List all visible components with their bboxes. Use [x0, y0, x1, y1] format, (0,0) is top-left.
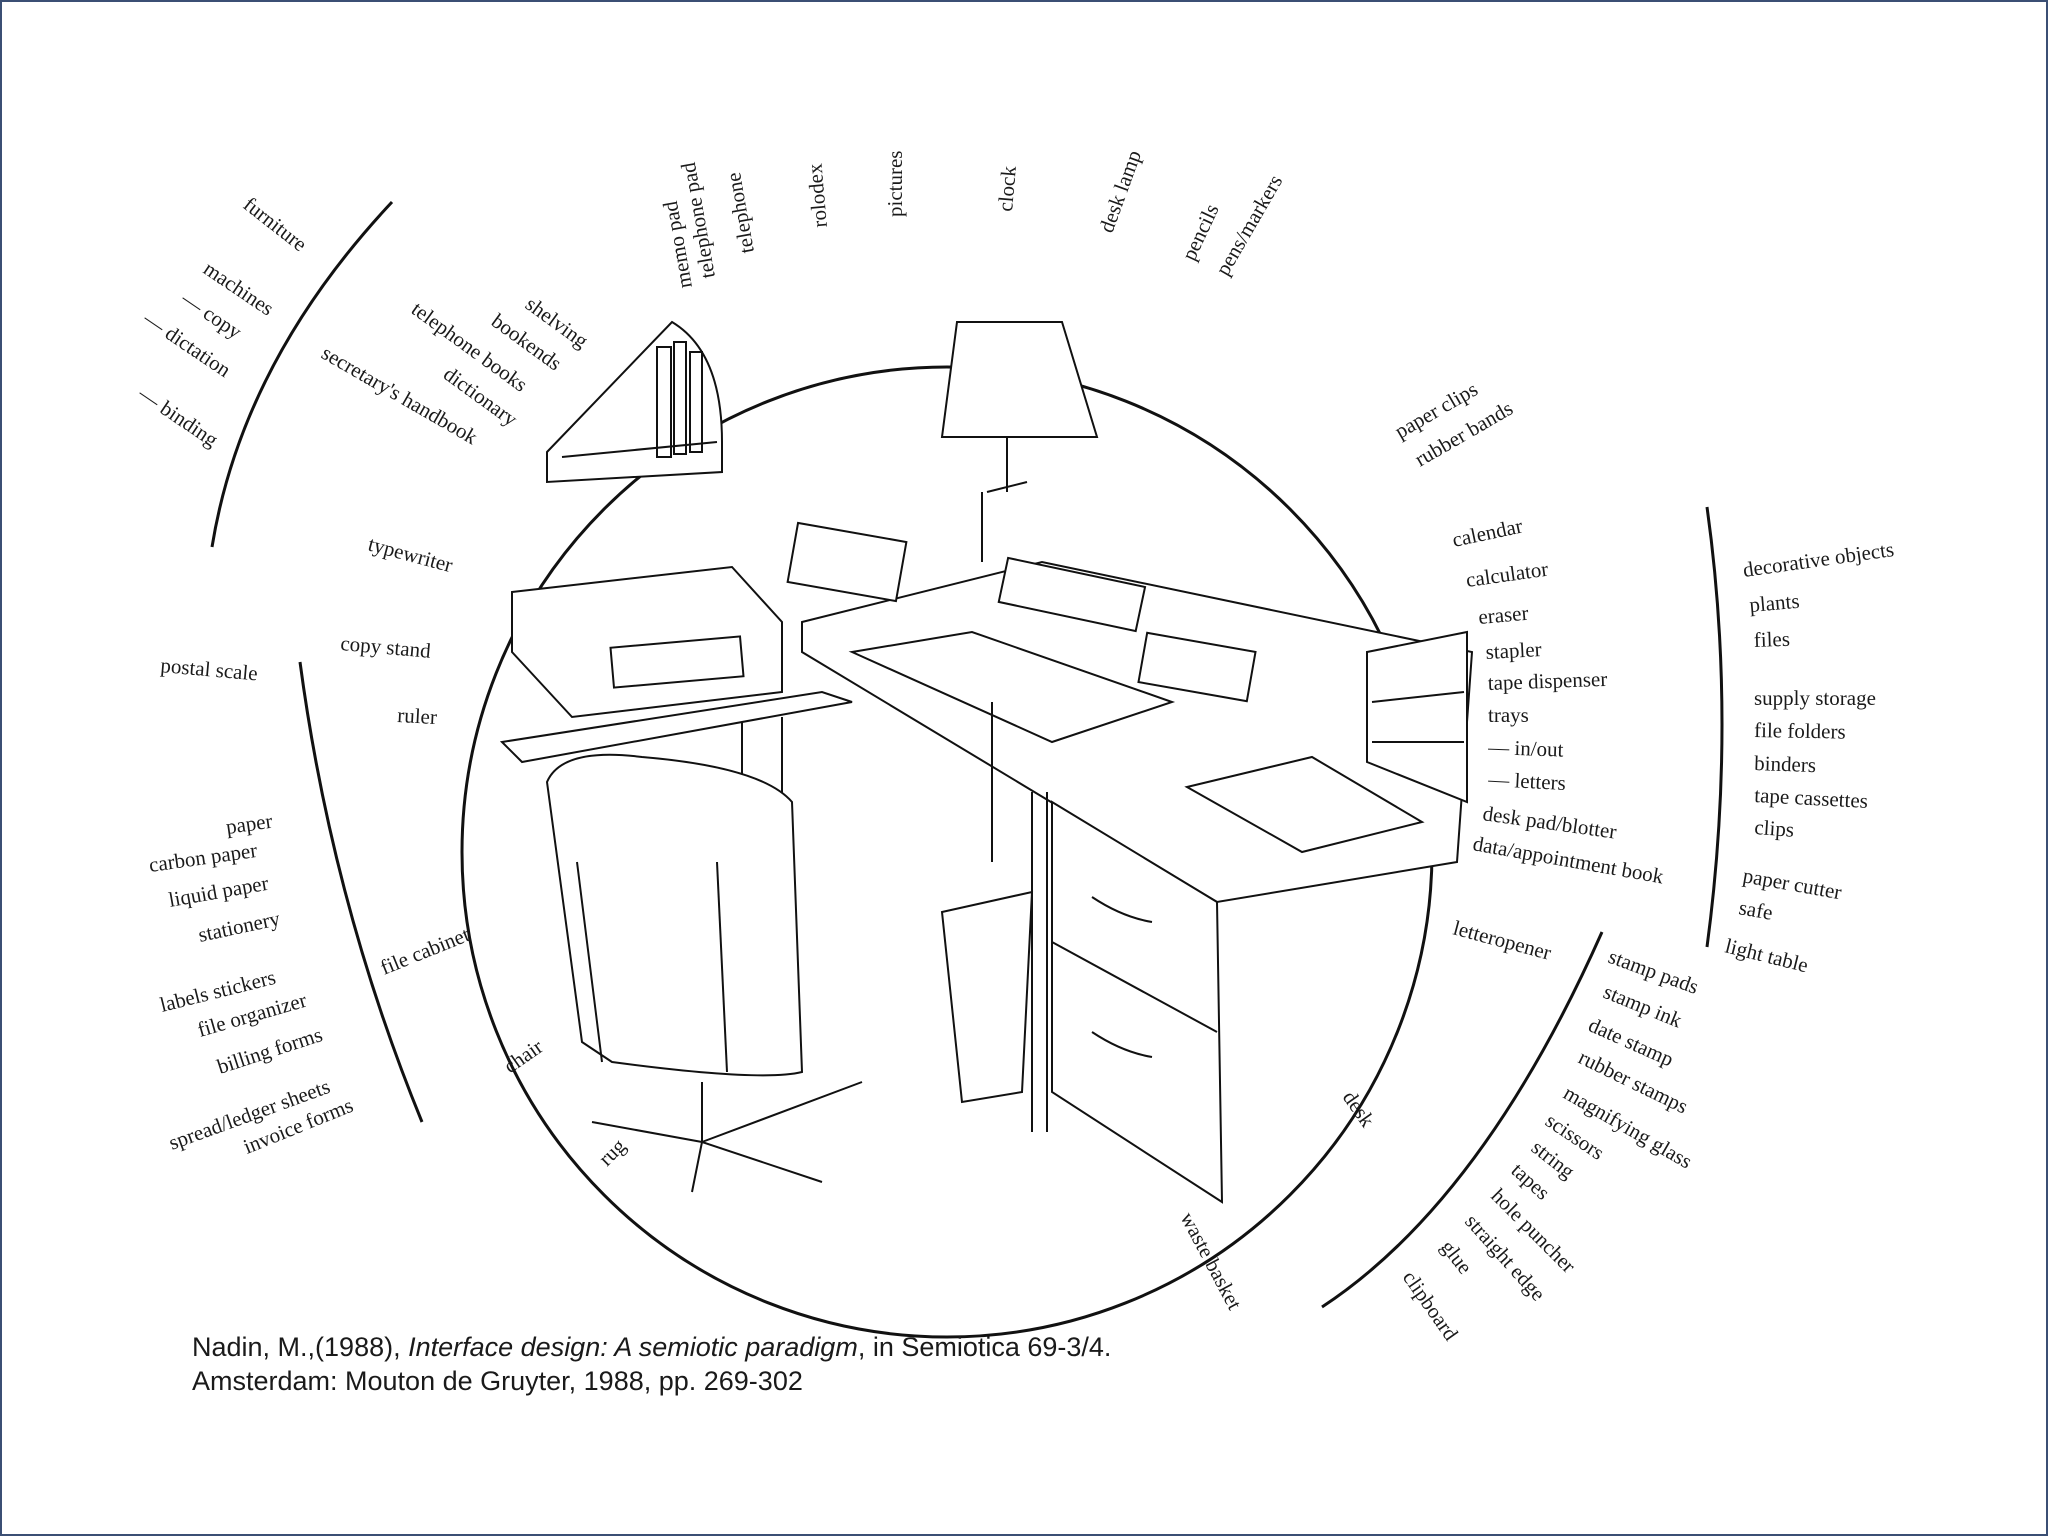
citation-title: Interface design: A semiotic paradigm	[408, 1332, 858, 1362]
label-clips: clips	[1754, 815, 1795, 842]
typewriter-table	[499, 690, 853, 764]
label-binders: binders	[1754, 751, 1817, 777]
label-clipboard: clipboard	[1398, 1266, 1463, 1345]
label-furniture: furniture	[239, 192, 312, 256]
label-tape-dispenser: tape dispenser	[1487, 667, 1607, 695]
label-copy-stand: copy stand	[340, 631, 433, 663]
label-secretarys-handbook: secretary's handbook	[318, 341, 483, 450]
label-in-out: — in/out	[1487, 735, 1564, 762]
label-trays: trays	[1488, 703, 1529, 727]
label-typewriter: typewriter	[366, 532, 456, 578]
label-liquid-paper: liquid paper	[167, 871, 271, 912]
arc-stationery	[298, 661, 424, 1123]
desk-scene	[499, 320, 1474, 1204]
label-calculator: calculator	[1464, 557, 1549, 592]
desk-pad	[848, 630, 1176, 744]
label-desk: desk	[1338, 1086, 1380, 1132]
label-files: files	[1753, 627, 1790, 652]
label-decorative-objects: decorative objects	[1741, 537, 1895, 582]
arc-tools	[1321, 931, 1604, 1309]
label-desk-lamp: desk lamp	[1094, 147, 1146, 236]
label-clock: clock	[993, 165, 1021, 213]
label-plants: plants	[1748, 589, 1800, 617]
label-ruler: ruler	[397, 703, 438, 729]
citation-author: Nadin, M.,(1988),	[192, 1332, 409, 1362]
desk-top	[801, 560, 1474, 904]
label-rug: rug	[594, 1133, 631, 1170]
citation: Nadin, M.,(1988), Interface design: A se…	[192, 1330, 1111, 1398]
citation-line-2: Amsterdam: Mouton de Gruyter, 1988, pp. …	[192, 1366, 803, 1396]
desk-lamp	[940, 321, 1099, 438]
label-pencils: pencils	[1177, 200, 1224, 264]
trays	[1366, 630, 1468, 804]
label-eraser: eraser	[1477, 601, 1529, 629]
label-pictures: pictures	[883, 151, 907, 217]
label-supply-storage: supply storage	[1754, 686, 1876, 710]
label-letteropener: letteropener	[1451, 916, 1554, 965]
calculator	[1137, 631, 1257, 703]
label-file-cabinet: file cabinet	[377, 922, 473, 979]
label-light-table: light table	[1723, 934, 1811, 978]
label-binding: — binding	[133, 381, 223, 452]
label-safe: safe	[1737, 895, 1774, 925]
waste-basket	[940, 890, 1034, 1104]
label-rolodex: rolodex	[802, 162, 832, 228]
label-chair: chair	[499, 1034, 547, 1078]
citation-line-1: Nadin, M.,(1988), Interface design: A se…	[192, 1330, 1111, 1364]
label-waste-basket: waste basket	[1176, 1208, 1247, 1314]
label-file-folders: file folders	[1754, 718, 1846, 744]
chair	[545, 753, 804, 1077]
bookshelf	[546, 320, 723, 484]
label-pens-markers: pens/markers	[1211, 171, 1288, 280]
arc-storage	[1705, 506, 1724, 948]
label-calendar: calendar	[1450, 514, 1525, 552]
label-letters: — letters	[1487, 767, 1567, 795]
label-paper: paper	[224, 809, 274, 839]
label-data-book: data/appointment book	[1471, 831, 1666, 888]
label-stationery: stationery	[196, 906, 282, 947]
label-stapler: stapler	[1485, 637, 1542, 664]
arc-furniture	[210, 200, 394, 548]
telephone	[786, 521, 908, 603]
desk-drawers	[1051, 800, 1224, 1204]
label-carbon-paper: carbon paper	[147, 838, 258, 877]
label-glue: glue	[1436, 1235, 1477, 1278]
citation-journal: , in Semiotica 69-3/4.	[857, 1332, 1112, 1362]
label-telephone: telephone	[721, 171, 759, 256]
label-tape-cassettes: tape cassettes	[1754, 783, 1869, 813]
label-postal-scale: postal scale	[160, 653, 259, 685]
book	[1184, 755, 1425, 854]
